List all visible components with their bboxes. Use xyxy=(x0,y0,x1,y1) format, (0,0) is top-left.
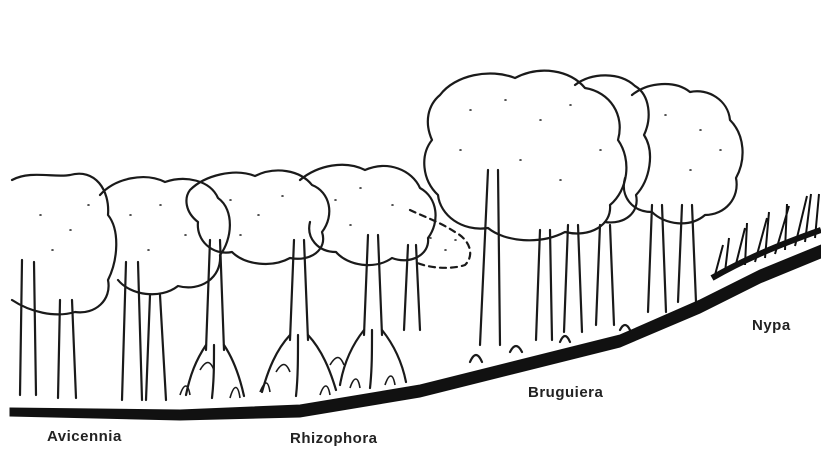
avicennia-canopy-2 xyxy=(100,177,230,294)
bruguiera-canopy-2 xyxy=(575,75,650,222)
mud-slope xyxy=(10,245,821,420)
bruguiera-trunk-3 xyxy=(564,225,582,332)
bruguiera-canopy-3 xyxy=(624,84,743,223)
zone-label-avicennia: Avicennia xyxy=(47,428,122,445)
bruguiera-trunk-6 xyxy=(678,205,696,302)
zone-label-nypa: Nypa xyxy=(752,317,791,334)
rhizophora-trunk-3 xyxy=(364,235,382,335)
rhizophora-trunk-1 xyxy=(206,240,224,350)
rhizophora-trunk-4 xyxy=(404,245,420,330)
bruguiera-trunk-5 xyxy=(648,205,666,312)
zone-label-bruguiera: Bruguiera xyxy=(528,384,603,401)
avicennia-trunk-4 xyxy=(146,295,166,400)
bruguiera-trunk-4 xyxy=(596,225,614,325)
avicennia-trunk-3 xyxy=(122,262,142,400)
rhizophora-canopy-1 xyxy=(186,170,329,263)
rhizophora-canopy-3 xyxy=(410,210,470,268)
zone-label-rhizophora: Rhizophora xyxy=(290,430,378,447)
bruguiera-canopy-1 xyxy=(424,71,626,241)
rhizophora-trunk-2 xyxy=(290,240,308,340)
bruguiera-trunk-2 xyxy=(536,230,552,340)
rhizophora-prop-roots-3 xyxy=(340,330,406,388)
rhizophora-prop-roots-1 xyxy=(186,345,244,398)
bruguiera-trunk-1 xyxy=(480,170,500,345)
avicennia-trunk-1 xyxy=(20,260,36,395)
